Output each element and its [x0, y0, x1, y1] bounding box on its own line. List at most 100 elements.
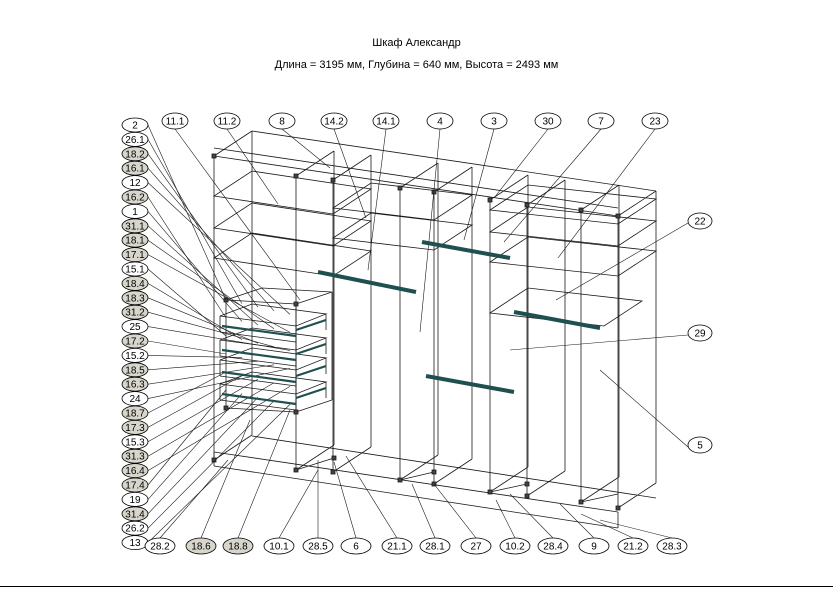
leader-line — [147, 182, 291, 315]
bottom-border — [0, 586, 833, 587]
label-text: 22 — [694, 217, 706, 228]
label-text: 18.5 — [125, 365, 145, 376]
label-text: 3 — [491, 117, 497, 128]
post-top-edge — [433, 166, 473, 193]
label-bubble — [268, 112, 296, 130]
label-text: 28.5 — [308, 542, 328, 553]
plinth-divider — [580, 493, 619, 503]
plinth-divider — [489, 483, 528, 493]
label-bubble — [587, 112, 615, 130]
leader-line — [200, 419, 251, 539]
label-bubble — [687, 324, 713, 342]
label-text: 21.1 — [387, 542, 407, 553]
wardrobe-frame — [211, 130, 658, 529]
label-15.2: 15.2 — [121, 347, 149, 363]
label-10.1: 10.1 — [263, 537, 295, 555]
label-text: 28.3 — [662, 542, 682, 553]
leader-line — [147, 168, 275, 311]
label-15.1: 15.1 — [121, 261, 149, 277]
label-text: 11.2 — [218, 117, 237, 128]
label-text: 2 — [132, 121, 138, 132]
plinth-back — [251, 435, 657, 499]
leader-line — [495, 499, 516, 539]
label-26.1: 26.1 — [121, 131, 149, 147]
label-text: 17.2 — [125, 337, 145, 348]
plinth-bottom-front — [213, 465, 619, 529]
label-18.6: 18.6 — [185, 537, 217, 555]
fastener — [293, 467, 299, 473]
label-text: 18.4 — [125, 279, 145, 290]
label-text: 28.1 — [425, 542, 445, 553]
label-13: 13 — [121, 535, 149, 550]
leader-line — [599, 369, 689, 448]
label-28.3: 28.3 — [656, 537, 688, 555]
leader-line — [147, 396, 259, 515]
label-bubble — [121, 434, 149, 450]
label-text: 31.4 — [125, 509, 145, 520]
label-28.4: 28.4 — [537, 537, 569, 555]
shelf-left — [212, 202, 373, 247]
leader-line — [147, 211, 243, 322]
label-31.4: 31.4 — [121, 506, 149, 522]
label-31.2: 31.2 — [121, 304, 149, 320]
label-17.4: 17.4 — [121, 477, 149, 493]
label-text: 18.8 — [228, 542, 248, 553]
label-text: 26.1 — [125, 135, 145, 146]
label-bubble — [617, 537, 649, 555]
leader-line — [333, 128, 367, 219]
label-19: 19 — [121, 491, 149, 507]
label-17.1: 17.1 — [121, 247, 149, 263]
post-bottom-edge — [526, 470, 566, 497]
label-bubble — [381, 537, 413, 555]
label-bubble — [213, 112, 241, 130]
leader-line — [147, 404, 291, 543]
leader-line — [345, 455, 398, 539]
label-16.2: 16.2 — [121, 189, 149, 205]
label-text: 16.1 — [125, 164, 145, 175]
label-16.4: 16.4 — [121, 463, 149, 479]
fastener — [293, 173, 299, 179]
fastener — [397, 185, 403, 191]
label-text: 23 — [649, 117, 661, 128]
hanging-rail — [425, 374, 515, 394]
label-31.1: 31.1 — [121, 218, 149, 234]
leader-line — [237, 409, 291, 539]
leader-line — [367, 128, 387, 271]
label-text: 12 — [129, 178, 141, 189]
label-11.1: 11.1 — [161, 112, 189, 130]
label-text: 1 — [132, 207, 138, 218]
label-7: 7 — [587, 112, 615, 130]
hanging-rail — [317, 270, 417, 294]
leader-line — [503, 128, 602, 243]
shelf-middle — [331, 182, 474, 221]
label-16.3: 16.3 — [121, 376, 149, 392]
top-front-edge — [213, 155, 619, 217]
label-6: 6 — [340, 537, 372, 555]
hanging-rail — [421, 240, 511, 260]
label-8: 8 — [268, 112, 296, 130]
label-bubble — [499, 537, 531, 555]
label-17.3: 17.3 — [121, 419, 149, 435]
fastener — [211, 153, 217, 159]
label-30: 30 — [534, 112, 562, 130]
label-18.4: 18.4 — [121, 275, 149, 291]
label-text: 15.1 — [125, 265, 145, 276]
label-text: 13 — [129, 538, 141, 549]
label-text: 16.3 — [125, 380, 145, 391]
leader-line — [147, 326, 291, 351]
leader-line — [411, 483, 436, 539]
leader-line — [147, 225, 259, 326]
label-text: 31.1 — [125, 221, 145, 232]
label-29: 29 — [687, 324, 713, 342]
fastener — [331, 455, 337, 461]
label-18.7: 18.7 — [121, 405, 149, 421]
label-bubble — [263, 537, 295, 555]
hanging-rail — [513, 310, 601, 330]
fastener — [431, 469, 437, 475]
leader-line — [557, 128, 656, 259]
drawer-rail — [295, 364, 327, 378]
label-text: 18.2 — [125, 149, 145, 160]
fastener — [578, 207, 584, 213]
